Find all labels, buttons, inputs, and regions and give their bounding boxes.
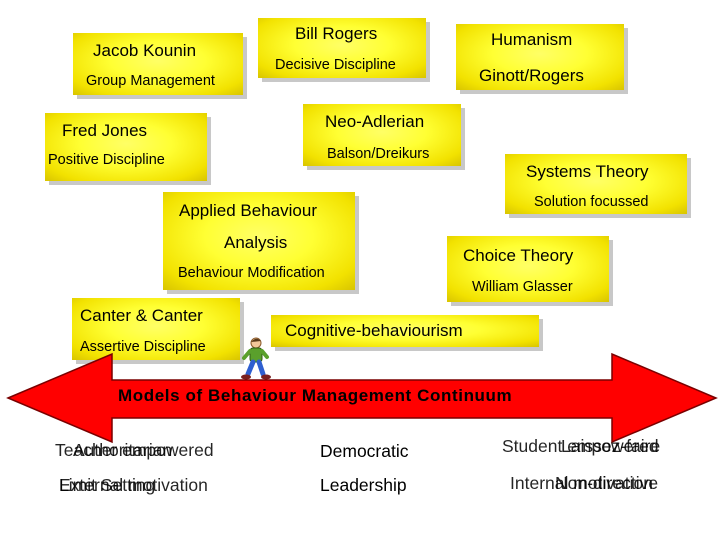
label-laissez-faire: Laissez-faire xyxy=(561,436,661,456)
box-jones xyxy=(45,113,207,181)
kounin-name: Jacob Kounin xyxy=(93,41,197,60)
box-canter xyxy=(72,298,240,360)
systems-sub: Solution focussed xyxy=(534,194,649,210)
box-choice-theory xyxy=(447,236,609,302)
box-rogers xyxy=(258,18,426,78)
label-external-motivation: External motivation xyxy=(59,475,208,495)
canter-name: Canter & Canter xyxy=(80,306,203,325)
systems-name: Systems Theory xyxy=(526,162,649,181)
label-teacher-empowered: Teacher empowered xyxy=(55,440,214,460)
jones-sub: Positive Discipline xyxy=(48,152,165,168)
walking-figure-icon xyxy=(241,337,271,380)
canter-sub: Assertive Discipline xyxy=(80,339,206,355)
aba-sub: Behaviour Modification xyxy=(178,265,325,281)
label-internal-motivation: Internal motivation xyxy=(510,473,653,493)
rogers-sub: Decisive Discipline xyxy=(275,57,396,73)
cognitive-name: Cognitive-behaviourism xyxy=(285,321,463,340)
box-applied-behaviour-analysis xyxy=(163,192,355,290)
box-neo-adlerian xyxy=(303,104,461,166)
label-limit-setting: Limit Setting xyxy=(59,475,156,495)
label-authoritarian: Authoritarian xyxy=(73,440,173,460)
humanism-sub: Ginott/Rogers xyxy=(479,66,584,85)
choice-name: Choice Theory xyxy=(463,246,574,265)
kounin-sub: Group Management xyxy=(86,73,215,89)
humanism-name: Humanism xyxy=(491,30,573,49)
label-democratic: Democratic xyxy=(320,441,409,461)
jones-name: Fred Jones xyxy=(62,121,148,140)
box-systems-theory xyxy=(505,154,687,214)
neo-name: Neo-Adlerian xyxy=(325,112,425,131)
box-kounin xyxy=(73,33,243,95)
box-humanism xyxy=(456,24,624,90)
label-student-empowered: Student empowered xyxy=(502,436,659,456)
choice-sub: William Glasser xyxy=(472,279,573,295)
neo-sub: Balson/Dreikurs xyxy=(327,146,430,162)
continuum-title: Models of Behaviour Management Continuum xyxy=(118,386,513,405)
label-non-directive: Non-directive xyxy=(555,473,659,493)
label-leadership: Leadership xyxy=(320,475,407,495)
aba-name-line2: Analysis xyxy=(224,233,288,252)
box-cognitive-behaviourism xyxy=(271,315,539,347)
aba-name-line1: Applied Behaviour xyxy=(179,201,317,220)
rogers-name: Bill Rogers xyxy=(295,24,378,43)
